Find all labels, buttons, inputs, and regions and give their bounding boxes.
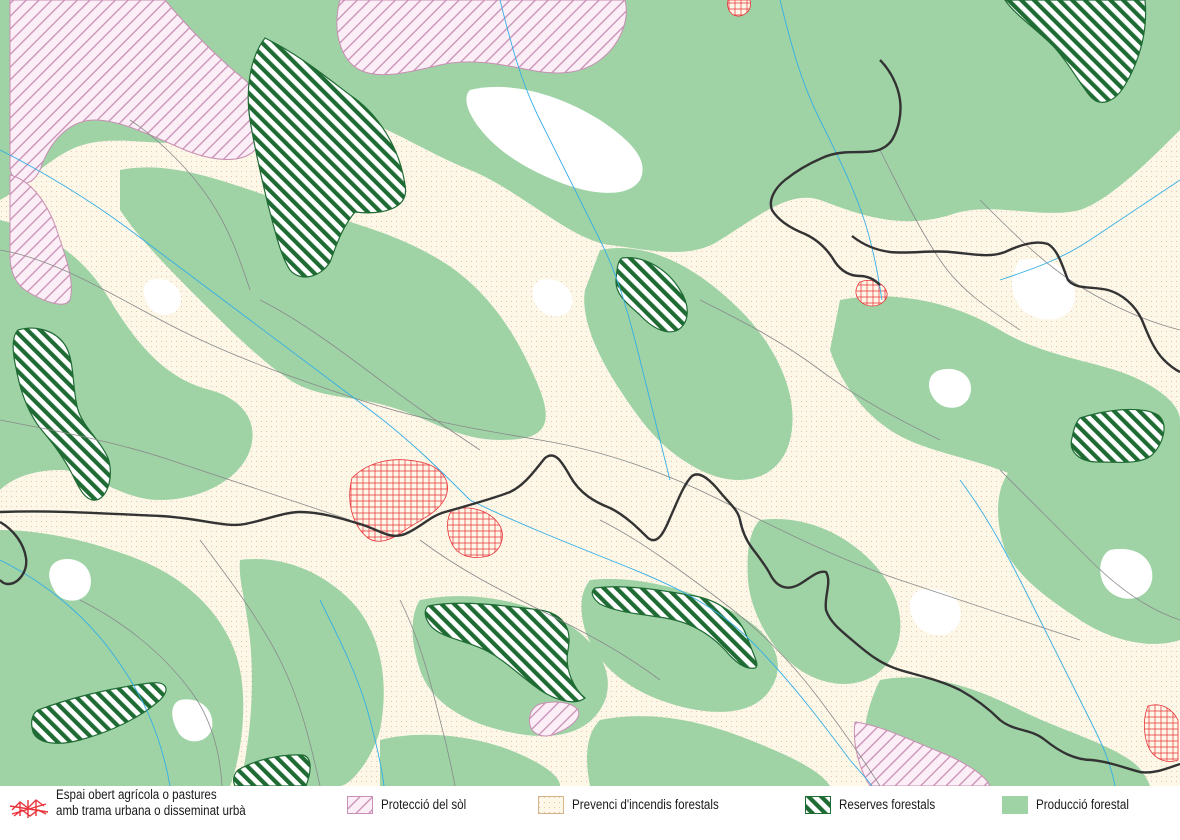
green-hatch-icon	[805, 796, 831, 814]
forest-reserve-layer	[12, 0, 1165, 786]
pink-hatch-icon	[347, 796, 373, 814]
river-network	[0, 0, 1180, 786]
legend-item-fire-prevention: Prevenci d'incendis forestals	[538, 796, 743, 840]
legend-item-soil-protection: Protecció del sòl	[347, 796, 480, 840]
legend-label-soil-protection: Protecció del sòl	[381, 797, 467, 812]
soil-protection-layer	[9, 0, 991, 786]
map[interactable]	[0, 0, 1180, 786]
open-land-patches	[49, 86, 1153, 742]
legend-item-forest-production: Producció forestal	[1002, 796, 1144, 840]
legend: Espai obert agrícola o pastures amb tram…	[0, 786, 1180, 830]
legend-label-urban-line1: Espai obert agrícola o pastures	[56, 787, 217, 802]
urban-icon	[9, 799, 49, 818]
municipal-boundary	[0, 59, 1180, 774]
green-fill-icon	[1002, 796, 1028, 814]
legend-label-forest-production: Producció forestal	[1036, 797, 1129, 812]
legend-label-urban-line2: amb trama urbana o disseminat urbà	[56, 803, 246, 818]
legend-label-forest-reserve: Reserves forestals	[839, 797, 936, 812]
road-network	[0, 119, 1180, 786]
legend-item-forest-reserve: Reserves forestals	[805, 796, 951, 840]
legend-label-fire-prevention: Prevenci d'incendis forestals	[572, 797, 719, 812]
map-canvas[interactable]	[0, 0, 1180, 786]
urban-areas	[349, 0, 1179, 762]
dotted-cream-icon	[538, 796, 564, 814]
legend-item-urban: Espai obert agrícola o pastures amb tram…	[8, 787, 277, 840]
